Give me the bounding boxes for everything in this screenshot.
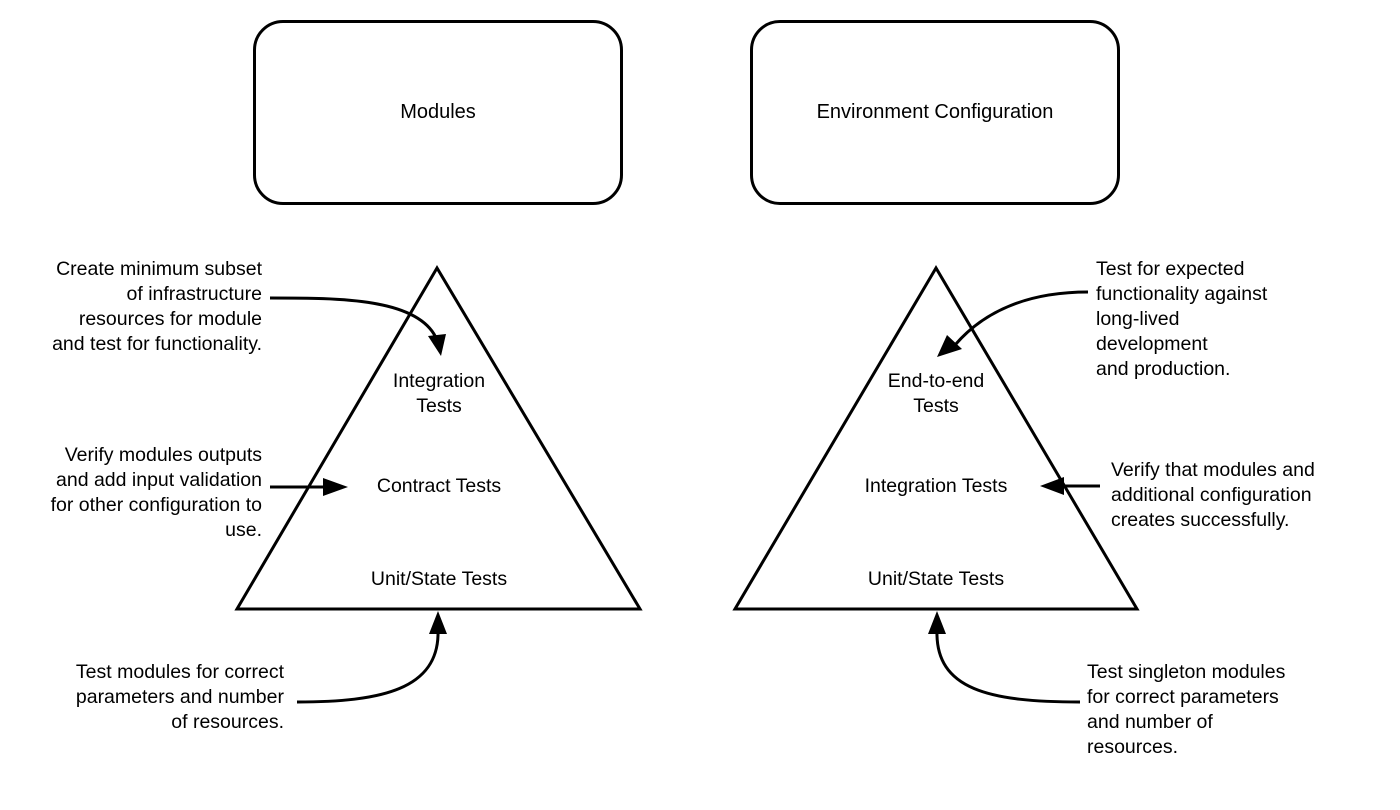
environment-configuration-box: Environment Configuration <box>750 20 1120 205</box>
annotation-left-bottom: Test modules for correct parameters and … <box>76 660 284 735</box>
arrow-left-top <box>269 296 446 356</box>
annotation-line: Verify that modules and <box>1111 459 1315 481</box>
annotation-line: use. <box>225 519 262 541</box>
left-pyramid-top-line2: Tests <box>416 395 462 417</box>
annotation-line: Test singleton modules <box>1087 661 1286 683</box>
annotation-line: long-lived <box>1096 308 1180 330</box>
annotation-right-bottom: Test singleton modules for correct param… <box>1087 660 1285 760</box>
right-pyramid-triangle <box>732 265 1140 611</box>
right-pyramid-top-line1: End-to-end <box>887 370 985 392</box>
annotation-line: Create minimum subset <box>56 258 262 280</box>
environment-configuration-box-label: Environment Configuration <box>816 101 1054 123</box>
arrow-left-bottom <box>296 611 447 704</box>
annotation-line: development <box>1096 333 1208 355</box>
arrow-right-middle <box>1040 477 1100 495</box>
left-pyramid-top-label: Integration Tests <box>339 369 539 419</box>
annotation-line: and add input validation <box>56 469 262 491</box>
annotation-line: of resources. <box>171 711 284 733</box>
modules-box-label: Modules <box>400 101 476 123</box>
annotation-line: creates successfully. <box>1111 509 1290 531</box>
annotation-line: functionality against <box>1096 283 1268 305</box>
annotation-line: resources for module <box>78 308 262 330</box>
annotation-line: Test modules for correct <box>75 661 284 683</box>
left-pyramid-triangle <box>234 265 643 611</box>
right-pyramid-bottom-label: Unit/State Tests <box>867 568 1005 590</box>
annotation-line: and production. <box>1096 358 1231 380</box>
annotation-line: of infrastructure <box>126 283 262 305</box>
annotation-left-middle: Verify modules outputs and add input val… <box>51 443 262 543</box>
annotation-right-top: Test for expected functionality against … <box>1096 257 1267 382</box>
annotation-line: Test for expected <box>1096 258 1245 280</box>
annotation-line: and number of <box>1087 711 1213 733</box>
annotation-line: Verify modules outputs <box>64 444 262 466</box>
annotation-line: for other configuration to <box>50 494 262 516</box>
right-pyramid-top-label: End-to-end Tests <box>836 369 1036 419</box>
annotation-line: and test for functionality. <box>52 333 262 355</box>
left-pyramid-bottom-label: Unit/State Tests <box>370 568 508 590</box>
annotation-line: for correct parameters <box>1087 686 1279 708</box>
right-pyramid-top-line2: Tests <box>913 395 959 417</box>
annotation-line: additional configuration <box>1111 484 1312 506</box>
left-pyramid-top-line1: Integration <box>392 370 486 392</box>
annotation-line: parameters and number <box>75 686 284 708</box>
left-pyramid-middle-label: Contract Tests <box>376 475 502 497</box>
annotation-left-top: Create minimum subset of infrastructure … <box>52 257 262 357</box>
annotation-line: resources. <box>1087 736 1179 758</box>
arrow-right-top <box>937 290 1089 357</box>
arrow-left-middle <box>270 478 348 496</box>
modules-box: Modules <box>253 20 623 205</box>
annotation-right-middle: Verify that modules and additional confi… <box>1111 458 1315 533</box>
right-pyramid-middle-label: Integration Tests <box>864 475 1008 497</box>
arrow-right-bottom <box>928 611 1081 704</box>
